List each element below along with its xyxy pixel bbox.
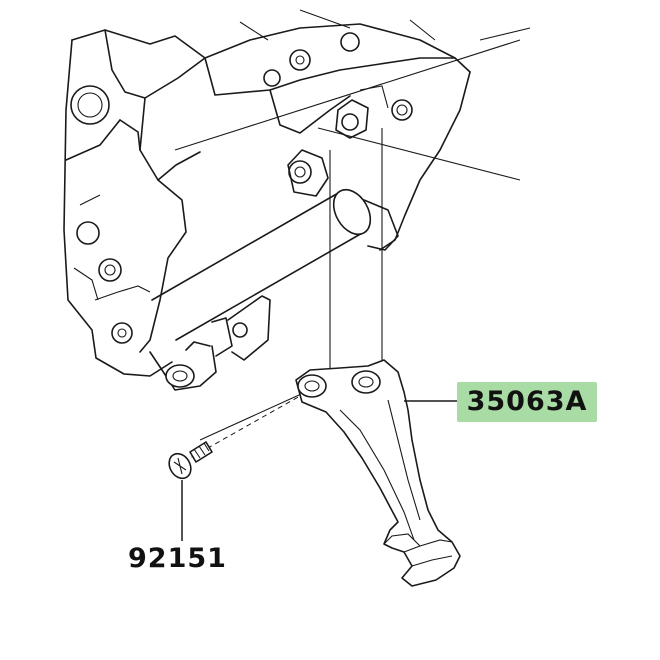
part-number-label-35063A: 35063A bbox=[457, 382, 597, 422]
alignment-lines bbox=[199, 127, 521, 441]
leader-lines bbox=[181, 400, 457, 541]
pivot-tube-drawing bbox=[151, 149, 399, 341]
bolt-part-92151 bbox=[168, 395, 301, 480]
frame-drawing bbox=[63, 29, 206, 377]
part-number-label-92151: 92151 bbox=[128, 543, 227, 574]
bracket-part-35063A bbox=[295, 359, 461, 587]
upper-frame-drawing bbox=[174, 9, 531, 251]
lower-mount-drawing bbox=[149, 295, 271, 391]
